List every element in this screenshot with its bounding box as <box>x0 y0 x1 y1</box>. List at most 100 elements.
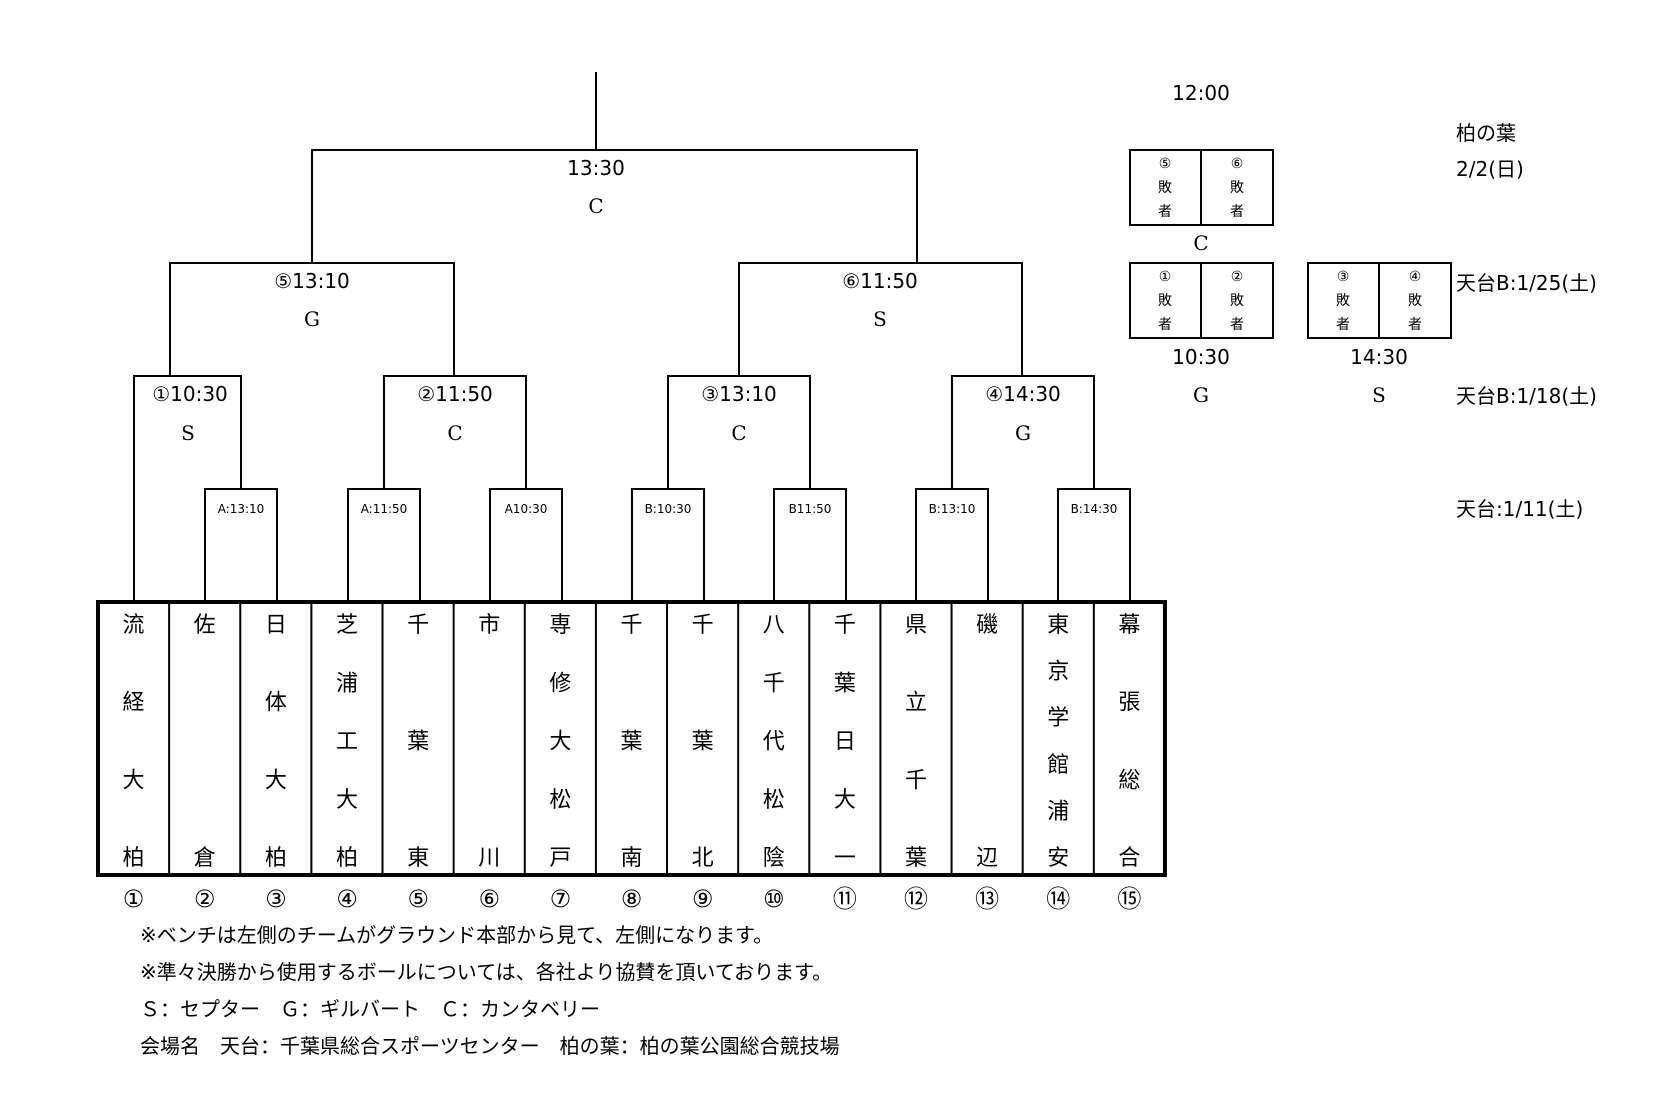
team-name-char: 東 <box>1047 613 1069 638</box>
team-name-char: 柏 <box>265 846 287 871</box>
quarterfinal-matches: ①10:30 S ②11:50 C ③13:10 C ④14:30 G <box>152 382 1061 445</box>
consolation-1-left-char1: 敗 <box>1158 293 1172 309</box>
team-name-char: 代 <box>763 730 785 755</box>
team-name-char: 総 <box>1118 768 1140 793</box>
team-name-char: 幕 <box>1118 613 1140 638</box>
team-seed-number: ⑫ <box>904 885 928 913</box>
team-name-char: 大 <box>549 730 571 755</box>
schedule-labels: 柏の葉 2/2(日) 天台B:1/25(土) 天台B:1/18(土) 天台:1/… <box>1456 121 1597 521</box>
team-name-char: 日 <box>834 730 856 755</box>
team-column: 磯辺 ⑬ <box>975 613 999 913</box>
quarterfinal-4-ball: G <box>1015 421 1031 445</box>
team-seed-number: ② <box>194 885 216 913</box>
first-round-match-6: B:13:10 <box>929 502 976 516</box>
schedule-day2: 天台B:1/18(土) <box>1456 384 1597 408</box>
first-round-match-7: B:14:30 <box>1071 502 1118 516</box>
team-name-char: 辺 <box>976 846 998 871</box>
third-place-left-char1: 敗 <box>1158 180 1172 196</box>
quarterfinal-4-label: ④14:30 <box>985 382 1061 406</box>
team-name-char: 工 <box>336 730 358 755</box>
team-name-char: 大 <box>336 788 358 813</box>
team-seed-number: ⑮ <box>1117 885 1141 913</box>
team-seed-number: ⑤ <box>407 885 429 913</box>
team-column: 佐倉② <box>194 613 216 913</box>
consolation-2-time: 14:30 <box>1350 345 1408 369</box>
team-seed-number: ⑧ <box>621 885 643 913</box>
team-name-char: 松 <box>763 788 785 813</box>
third-place-right-num: ⑥ <box>1231 156 1244 172</box>
team-name-char: 葉 <box>620 730 642 755</box>
team-name-char: 市 <box>478 613 500 638</box>
consolation-1-ball: G <box>1193 383 1209 407</box>
quarterfinal-1-ball: S <box>181 421 195 445</box>
team-seed-number: ⑬ <box>975 885 999 913</box>
first-round-matches: A:13:10 A:11:50 A10:30 B:10:30 B11:50 B:… <box>218 502 1118 516</box>
team-seed-number: ③ <box>265 885 287 913</box>
team-name-char: 千 <box>692 613 714 638</box>
team-name-char: 戸 <box>549 846 571 871</box>
consolation-2-right-char1: 敗 <box>1408 293 1422 309</box>
team-name-char: 柏 <box>123 846 145 871</box>
consolation-1-right-char2: 者 <box>1230 317 1244 333</box>
note-bench: ※ベンチは左側のチームがグラウンド本部から見て、左側になります。 <box>140 923 773 947</box>
team-name-char: 張 <box>1118 691 1140 716</box>
quarterfinal-3-ball: C <box>731 421 746 445</box>
team-name-char: 大 <box>265 768 287 793</box>
final-time: 13:30 <box>567 156 625 180</box>
team-name-char: 葉 <box>407 730 429 755</box>
first-round-match-2: A:11:50 <box>361 502 408 516</box>
third-place-right-char1: 敗 <box>1230 180 1244 196</box>
team-name-char: 葉 <box>905 846 927 871</box>
team-name-char: 磯 <box>976 613 998 638</box>
third-place-left-char2: 者 <box>1158 204 1172 220</box>
schedule-day1: 天台:1/11(土) <box>1456 497 1583 521</box>
team-name-char: 南 <box>620 846 642 871</box>
team-name-char: 安 <box>1047 846 1069 871</box>
third-place-match: ⑤ 敗 者 ⑥ 敗 者 C <box>1129 149 1274 255</box>
consolation-2-left-char2: 者 <box>1336 317 1350 333</box>
consolation-1-right-num: ② <box>1231 269 1244 285</box>
consolation-1-left-char2: 者 <box>1158 317 1172 333</box>
note-venues: 会場名 天台：千葉県総合スポーツセンター 柏の葉：柏の葉公園総合競技場 <box>140 1034 840 1058</box>
team-name-char: 千 <box>834 613 856 638</box>
team-seed-number: ① <box>123 885 145 913</box>
team-name-char: 千 <box>407 613 429 638</box>
team-name-char: 柏 <box>336 846 358 871</box>
team-name-char: 館 <box>1047 753 1069 778</box>
team-name-char: 佐 <box>194 613 216 638</box>
consolation-1-time: 10:30 <box>1172 345 1230 369</box>
note-ball-legend: Ｓ：セプター Ｇ：ギルバート Ｃ：カンタベリー <box>140 997 600 1021</box>
consolation-2-left-num: ③ <box>1337 269 1350 285</box>
team-name-char: 専 <box>549 613 571 638</box>
consolation-match-1: ① 敗 者 ② 敗 者 10:30 G <box>1129 262 1274 407</box>
team-name-char: 松 <box>549 788 571 813</box>
note-ball-sponsor: ※準々決勝から使用するボールについては、各社より協賛を頂いております。 <box>140 960 832 984</box>
semifinal-5-label: ⑤13:10 <box>274 269 350 293</box>
schedule-day4: 2/2(日) <box>1456 157 1524 181</box>
first-round-match-5: B11:50 <box>789 502 832 516</box>
team-name-char: 日 <box>265 613 287 638</box>
first-round-match-1: A:13:10 <box>218 502 265 516</box>
team-seed-number: ⑪ <box>833 885 857 913</box>
team-name-char: 浦 <box>1047 799 1069 824</box>
quarterfinal-2-ball: C <box>447 421 462 445</box>
team-table: 流経大柏①佐倉②日体大柏③芝浦工大柏④千葉東⑤市川⑥専修大松戸⑦千葉南⑧千葉北⑨… <box>96 600 1167 913</box>
team-name-char: 流 <box>123 613 145 638</box>
third-place-right-char2: 者 <box>1230 204 1244 220</box>
team-name-char: 県 <box>905 613 927 638</box>
team-name-char: 修 <box>549 671 571 696</box>
team-name-char: 北 <box>692 846 714 871</box>
team-name-char: 芝 <box>336 613 358 638</box>
team-name-char: 体 <box>265 691 287 716</box>
team-name-char: 川 <box>478 846 500 871</box>
team-name-char: 浦 <box>336 671 358 696</box>
team-table-border <box>96 600 1167 877</box>
